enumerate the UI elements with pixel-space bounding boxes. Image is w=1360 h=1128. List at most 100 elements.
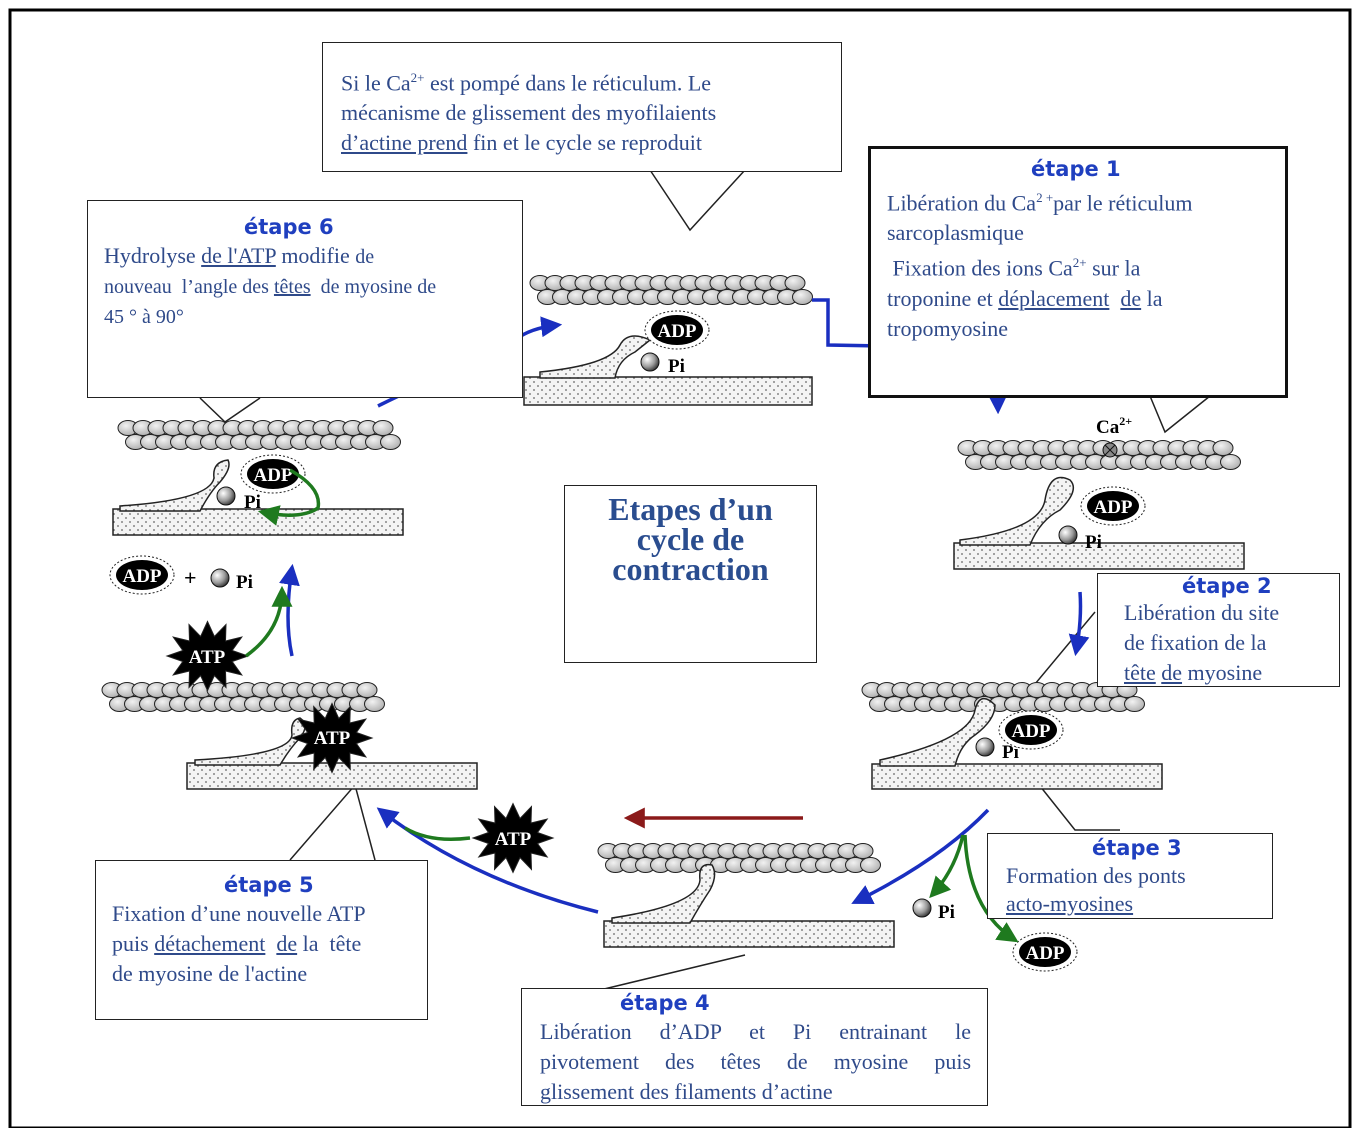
actin-filament [957,440,1241,470]
step4-line2: pivotement des têtes de myosine puis [540,1049,971,1074]
actin-bead [792,289,813,305]
top-box-line2: mécanisme de glissement des myofilaients [341,100,717,126]
step5-title: étape 5 [224,873,314,897]
arrow-step5-to-step6 [279,563,300,657]
actin-bead [1212,440,1234,456]
actin-bead [380,434,401,450]
myosin-filament [953,542,1245,570]
step6-line3: 45 ° à 90° [104,306,184,328]
arrow-adp-pi-rebind [257,468,321,526]
step4-line1: Libération d’ADP et Pi entrainant le [540,1019,971,1044]
pi-label: Pi [236,572,253,593]
calcium-ion-mark [1104,444,1116,456]
step5-box: étape 5 Fixation d’une nouvelle ATP puis… [95,860,428,1020]
adp-label: ADP [1011,721,1050,742]
panel-step2: Pi ADP [861,682,1163,790]
actin-bead [852,843,874,859]
center-title-line1: Etapes d’un [608,491,773,527]
outer-frame [8,8,1352,1128]
actin-filament [117,420,401,450]
atp-label: ATP [189,647,226,668]
adp-oval [1087,491,1139,521]
panel-step4 [597,843,895,948]
arrow-step4-to-step5 [376,807,599,914]
arrow-step2-to-step4 [851,808,990,904]
adp-oval [1005,715,1057,745]
myosin-filament [603,920,895,948]
released-adp-pi-left: ADP + Pi [109,555,253,595]
step1-line2: sarcoplasmique [887,220,1024,246]
step6-line1: Hydrolyse de l'ATP modifie de [104,243,375,268]
myosin-filament [523,376,813,406]
pi-ball [1058,525,1078,545]
step6-title: étape 6 [244,215,334,239]
actin-filament [529,275,813,305]
pi-label: Pi [938,902,955,923]
myosin-head [879,697,996,767]
adp-label: ADP [1025,943,1064,964]
myosin-head [119,459,230,512]
center-title-line3: contraction [612,551,769,587]
atp-free-bottom: ATP [471,802,555,874]
adp-label: ADP [1093,497,1132,518]
step1-line4: troponine et déplacement de la [887,285,1163,311]
panel-step1: Pi ADP Ca2+ [953,414,1245,570]
step1-line1: Libération du Ca2 +par le réticulum [887,190,1193,216]
atp-label: ATP [314,728,351,749]
step6-tail [199,397,261,423]
center-title-line2: cycle de [636,521,745,557]
adp-oval [247,459,299,489]
step3-box: étape 3 Formation des ponts acto-myosine… [987,833,1273,919]
released-adp-right: ADP [1012,932,1078,972]
step6-line2: nouveau l’angle des têtes de myosine de [104,276,437,298]
arrow-step1-to-step2 [1068,591,1090,657]
pi-label: Pi [244,492,261,513]
step4-tail [599,954,746,991]
panel-top: Pi ADP [523,275,813,406]
pi-ball [210,568,230,588]
ca-label: Ca2+ [1096,414,1132,438]
pi-label: Pi [1002,742,1019,763]
step4-box: étape 4 Libération d’ADP et Pi entrainan… [521,988,988,1106]
step2-box: étape 2 Libération du site de fixation d… [1097,573,1340,687]
step3-title: étape 3 [1092,836,1182,860]
actin-bead [860,857,881,873]
atp-free-left: ATP [165,620,250,692]
atp-label: ATP [495,829,532,850]
actin-filament [861,682,1145,712]
step2-line3: tête de myosine [1124,660,1263,685]
adp-label: ADP [253,465,292,486]
adp-oval [651,315,703,345]
adp-label: ADP [122,566,161,587]
actin-filament [597,843,881,873]
adp-label: ADP [657,321,696,342]
step3-tail [1039,785,1120,831]
myosin-filament [871,763,1163,790]
top-box-line1: Si le Ca2+ est pompé dans le réticulum. … [341,70,712,96]
step5-line1: Fixation d’une nouvelle ATP [112,901,366,926]
arrow-adp-release [963,834,1019,943]
actin-bead [372,420,394,436]
pi-ball [216,486,236,506]
pi-ball [975,737,995,757]
arrow-atp-hydrolysis [244,585,293,658]
arrow-atp-binding [404,826,471,841]
step3-line2: acto-myosines [1006,891,1134,916]
plus-sign: + [184,565,197,590]
actin-bead [1220,454,1241,470]
top-box-line3: d’actine prend fin et le cycle se reprod… [341,130,703,156]
step2-line1: Libération du site [1124,600,1280,625]
atp-burst [290,702,374,774]
released-pi-right: Pi [912,898,955,923]
actin-bead [1124,696,1145,712]
pi-ball [640,352,660,372]
step4-line3: glissement des filaments d’actine [540,1079,833,1104]
step2-line2: de fixation de la [1124,630,1267,655]
step5-line2: puis détachement de la tête [112,931,362,956]
actin-bead [784,275,806,291]
step3-line1: Formation des ponts [1006,863,1186,888]
step4-title: étape 4 [620,991,710,1015]
top-box-tail [649,169,746,232]
actin-bead [356,682,378,698]
step1-title: étape 1 [1031,157,1121,181]
